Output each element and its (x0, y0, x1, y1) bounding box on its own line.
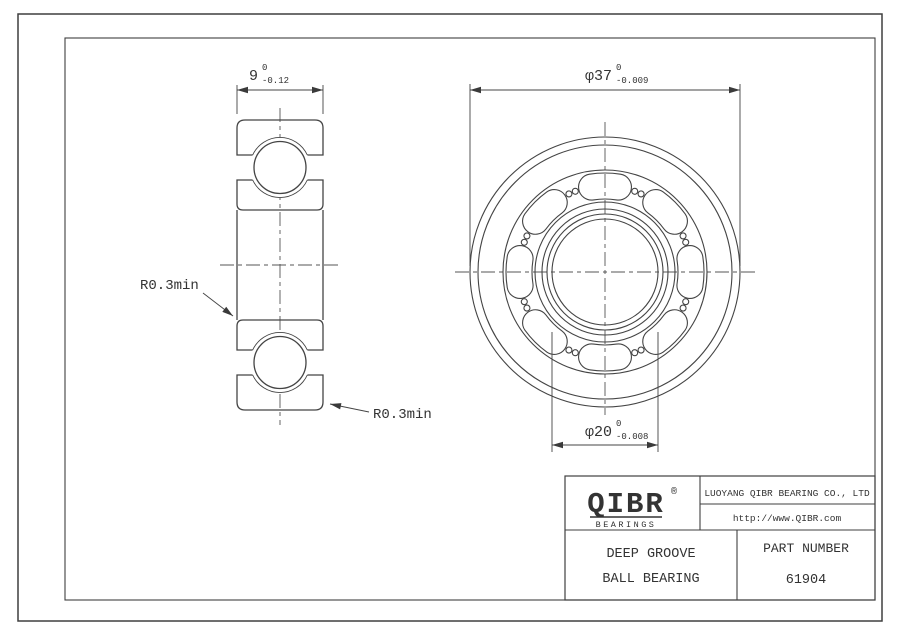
cage-rivet-icon (682, 298, 690, 306)
page-border-outer (17, 13, 883, 622)
cage-rivet-icon (631, 187, 639, 195)
cage-pocket (578, 343, 632, 372)
width-dimension: 9 0 -0.12 (236, 63, 324, 114)
cage-rivet-icon (523, 304, 531, 312)
cage-pocket (578, 172, 632, 201)
cage-rivet-icon (631, 349, 639, 357)
outer-ring-bottom-section (236, 374, 324, 411)
cage-rivet-icon (682, 238, 690, 246)
cage-pocket (505, 245, 534, 299)
title-block-border (564, 475, 876, 601)
cage-rivet-icon (679, 304, 687, 312)
cage-rivet-icon (571, 349, 579, 357)
race-groove-top-clearance (250, 137, 310, 198)
outer-race-groove-top (252, 136, 308, 156)
width-lower-tolerance: -0.12 (262, 76, 289, 86)
section-view (220, 108, 340, 425)
width-value: 9 (249, 68, 258, 85)
cage-pocket (676, 245, 705, 299)
cage-pocket (522, 309, 568, 355)
inner-race-groove-bottom (252, 331, 308, 351)
leader-line (329, 403, 370, 413)
od-value: φ37 (585, 68, 612, 85)
ball-bottom (253, 335, 307, 390)
outer-ring-top-section (236, 119, 324, 156)
bore-value: φ20 (585, 424, 612, 441)
company-name: LUOYANG QIBR BEARING CO., LTD (704, 488, 870, 499)
cage-rivet-icon (523, 232, 531, 240)
cage-pockets-and-rivets (505, 172, 705, 372)
bore-lower-tolerance: -0.008 (616, 432, 648, 442)
registered-trademark-icon: ® (671, 486, 677, 498)
cage-rivet-icon (520, 238, 528, 246)
cage-pocket (642, 309, 688, 355)
cage-rivet-icon (571, 187, 579, 195)
cage-rivet-icon (565, 190, 573, 198)
cage-rivet-icon (520, 298, 528, 306)
inner-ring-land-circle (541, 208, 669, 336)
logo-subtext: BEARINGS (596, 520, 657, 530)
od-upper-tolerance: 0 (616, 63, 621, 73)
outer-race-shoulder-circle (502, 169, 708, 375)
bore-circle (551, 218, 659, 326)
drawing-frame (64, 37, 876, 601)
product-name-line2: BALL BEARING (602, 572, 699, 587)
outer-chamfer-circle (477, 144, 733, 400)
cage-pocket (642, 189, 688, 235)
fillet-note-right: R0.3min (329, 403, 432, 423)
cage-rivet-icon (679, 232, 687, 240)
od-lower-tolerance: -0.009 (616, 76, 648, 86)
logo-text: QIBR (587, 488, 665, 521)
leader-line (202, 292, 234, 317)
part-number-value: 61904 (786, 573, 827, 588)
brand-logo: QIBR ® BEARINGS (587, 486, 677, 530)
fillet-right-label: R0.3min (373, 407, 432, 423)
inner-race-shoulder-circle (534, 201, 676, 343)
race-groove-bottom-clearance (250, 332, 310, 393)
od-dimension: φ37 0 -0.009 (469, 63, 741, 266)
front-view (455, 122, 755, 415)
inner-ring-bottom-section (236, 319, 324, 351)
inner-ring-top-section (236, 179, 324, 211)
bore-chamfer-circle (546, 213, 664, 331)
width-upper-tolerance: 0 (262, 63, 267, 73)
inner-race-groove-top (252, 179, 308, 199)
cage-rivet-icon (565, 346, 573, 354)
outer-race-groove-bottom (252, 374, 308, 394)
title-block: QIBR ® BEARINGS LUOYANG QIBR BEARING CO.… (564, 475, 876, 601)
cage-rivet-icon (637, 346, 645, 354)
company-website: http://www.QIBR.com (733, 513, 842, 524)
bore-upper-tolerance: 0 (616, 419, 621, 429)
fillet-note-left: R0.3min (140, 278, 234, 317)
product-name-line1: DEEP GROOVE (606, 547, 695, 562)
outer-diameter-circle (469, 136, 741, 408)
fillet-left-label: R0.3min (140, 278, 199, 294)
ball-top (253, 140, 307, 195)
cage-rivet-icon (637, 190, 645, 198)
bore-dimension: φ20 0 -0.008 (551, 332, 659, 452)
part-number-label: PART NUMBER (763, 541, 849, 556)
cage-pocket (522, 189, 568, 235)
